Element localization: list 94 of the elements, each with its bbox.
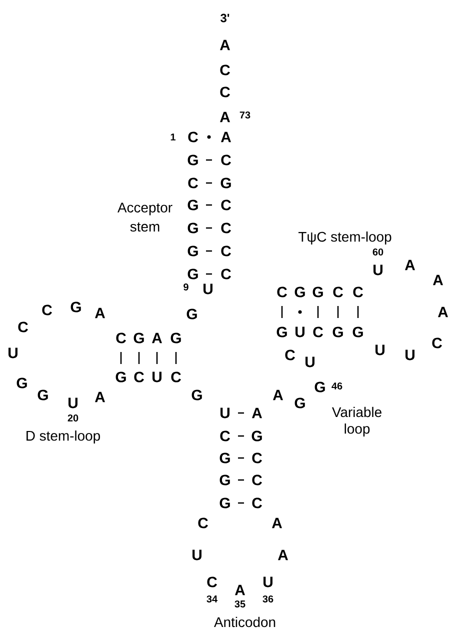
- nucleotide-letter: C: [277, 286, 287, 298]
- nucleotide-letter: U: [8, 348, 18, 358]
- nucleotide-letter: C: [220, 64, 230, 76]
- nucleotide-letter: C: [252, 474, 262, 486]
- nucleotide-letter: G: [188, 222, 198, 234]
- nucleotide-letter: U: [68, 398, 78, 408]
- nucleotide-letter: G: [70, 302, 81, 312]
- nucleotide-letter: C: [18, 322, 28, 332]
- nucleotide-letter: C: [221, 268, 231, 280]
- nucleotide-letter: G: [220, 474, 230, 486]
- nucleotide-letter: C: [221, 154, 231, 166]
- nucleotide-letter: U: [192, 550, 202, 560]
- nucleotide-letter: U: [306, 356, 314, 368]
- nucleotide-letter: C: [220, 430, 230, 442]
- nucleotide-letter: G: [220, 452, 230, 464]
- nucleotide-letter: G: [186, 308, 197, 320]
- nucleotide-letter: G: [294, 286, 305, 298]
- nucleotide-letter: G: [312, 286, 323, 298]
- nucleotide-letter: A: [438, 306, 448, 318]
- nucleotide-letter: C: [221, 246, 231, 256]
- position-number: 73: [240, 111, 250, 119]
- position-number: 35: [234, 600, 246, 608]
- nucleotide-letter: G: [170, 332, 181, 344]
- nucleotide-letter: C: [285, 350, 295, 360]
- nucleotide-letter: G: [352, 326, 363, 338]
- region-label: loop: [344, 424, 370, 436]
- nucleotide-letter: G: [220, 498, 230, 508]
- nucleotide-letter: G: [134, 332, 144, 344]
- nucleotide-letter: U: [376, 344, 384, 356]
- region-label: Acceptor: [118, 202, 172, 216]
- nucleotide-letter: G: [16, 378, 27, 388]
- position-number: 46: [332, 382, 342, 390]
- nucleotide-letter: G: [188, 154, 198, 166]
- nucleotide-letter: C: [353, 286, 363, 298]
- region-label: D stem-loop: [26, 430, 100, 444]
- nucleotide-letter: G: [220, 178, 231, 188]
- nucleotide-letter: G: [188, 200, 198, 210]
- nucleotide-letter: A: [94, 308, 105, 318]
- nucleotide-letter: A: [220, 40, 230, 50]
- nucleotide-letter: G: [38, 390, 48, 400]
- nucleotide-letter: U: [374, 264, 382, 276]
- nucleotide-letter: C: [188, 178, 198, 188]
- nucleotide-letter: C: [221, 200, 231, 210]
- nucleotide-letter: C: [252, 498, 262, 508]
- end-label: 3': [220, 14, 230, 22]
- nucleotide-letter: C: [252, 452, 262, 464]
- nucleotide-letter: C: [198, 518, 208, 528]
- nucleotide-letter: U: [204, 284, 212, 294]
- nucleotide-letter: C: [313, 326, 323, 338]
- nucleotide-letter: A: [278, 550, 288, 560]
- nucleotide-letter: C: [42, 304, 52, 316]
- position-number: 60: [372, 248, 384, 256]
- nucleotide-letter: G: [294, 398, 305, 408]
- nucleotide-letter: G: [332, 326, 343, 338]
- nucleotide-letter: G: [252, 430, 262, 442]
- nucleotide-letter: U: [264, 576, 272, 588]
- position-number: 34: [206, 595, 218, 603]
- nucleotide-letter: A: [272, 518, 282, 528]
- nucleotide-letter: C: [171, 372, 181, 382]
- nucleotide-letter: C: [188, 132, 198, 142]
- nucleotide-letter: A: [152, 332, 162, 344]
- position-number: 9: [184, 283, 188, 291]
- nucleotide-letter: C: [220, 86, 230, 98]
- position-number: 1: [170, 134, 176, 140]
- position-number: 20: [68, 414, 78, 422]
- nucleotide-letter: G: [192, 390, 202, 400]
- position-number: 36: [262, 595, 274, 603]
- region-label: stem: [130, 222, 160, 232]
- nucleotide-letter: A: [220, 112, 230, 122]
- region-label: TψC stem-loop: [298, 232, 392, 244]
- nucleotide-letter: A: [234, 584, 245, 596]
- nucleotide-letter: U: [296, 326, 304, 338]
- nucleotide-letter: A: [432, 274, 443, 286]
- nucleotide-letter: C: [432, 338, 442, 348]
- nucleotide-letter: G: [314, 382, 325, 392]
- nucleotide-letter: C: [333, 286, 343, 298]
- nucleotide-letter: A: [94, 392, 105, 402]
- nucleotide-letter: C: [207, 576, 217, 588]
- nucleotide-letter: U: [152, 372, 162, 382]
- nucleotide-letter: C: [116, 332, 126, 344]
- nucleotide-letter: A: [252, 408, 262, 418]
- nucleotide-letter: G: [276, 326, 287, 338]
- nucleotide-letter: C: [134, 372, 144, 382]
- nucleotide-letter: C: [221, 222, 231, 234]
- nucleotide-letter: G: [188, 246, 198, 256]
- nucleotide-letter: A: [404, 260, 415, 270]
- nucleotide-letter: G: [116, 372, 126, 382]
- nucleotide-letter: A: [272, 390, 283, 400]
- region-label: Variable: [332, 406, 382, 418]
- nucleotide-letter: U: [220, 408, 230, 418]
- nucleotide-letter: G: [188, 268, 198, 280]
- nucleotide-letter: A: [220, 132, 231, 142]
- nucleotide-letter: U: [406, 350, 414, 360]
- region-label: Anticodon: [214, 616, 276, 628]
